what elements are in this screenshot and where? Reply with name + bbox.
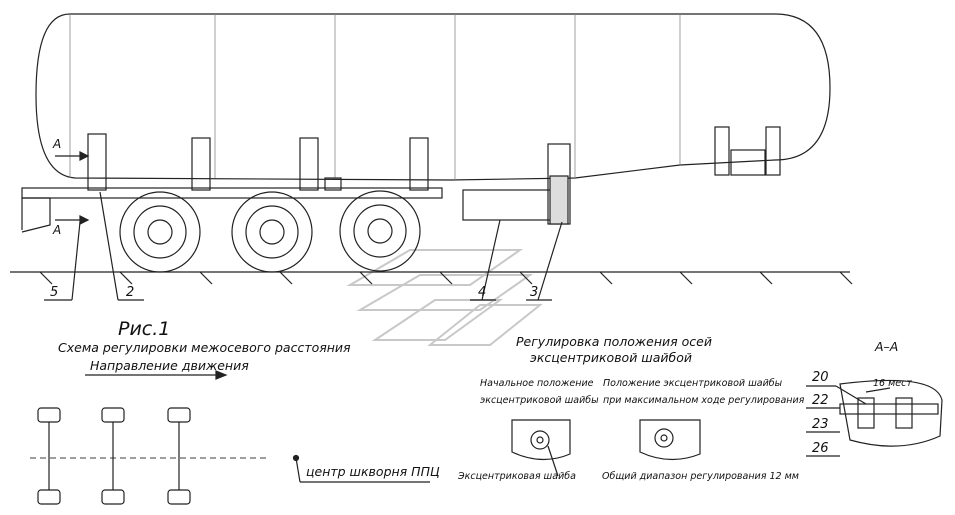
initial-position-line2: эксцентриковой шайбы (480, 395, 599, 406)
places-note: 16 мест (873, 378, 912, 389)
range-note: Общий диапазон регулирования 12 мм (602, 471, 799, 482)
section-item-20: 20 (812, 370, 829, 385)
callout-2: 2 (126, 285, 135, 300)
callout-5: 5 (50, 285, 59, 300)
eccentric-washer-max (639, 419, 701, 461)
direction-arrow (85, 370, 228, 380)
callout-leaders (44, 191, 563, 301)
section-item-26: 26 (812, 441, 829, 456)
section-arrow-a-bottom (55, 215, 90, 225)
wheel-2 (231, 191, 313, 273)
wheel-3 (339, 190, 421, 272)
tank-body (35, 13, 831, 181)
direction-label: Направление движения (90, 358, 249, 373)
tank-supports (87, 126, 781, 191)
callout-3: 3 (530, 285, 539, 300)
figure-title: Рис.1 (118, 318, 171, 340)
washer-label: Эксцентриковая шайба (458, 471, 576, 482)
section-item-22: 22 (812, 393, 829, 408)
axle-diagram (30, 407, 270, 505)
wheel-1 (119, 191, 201, 273)
section-detail (806, 379, 943, 457)
kingpin-label: центр шкворня ППЦ (306, 464, 440, 479)
kingpin-marker (292, 454, 430, 483)
section-marker-a-bottom: A (53, 223, 62, 237)
figure-caption: Схема регулировки межосевого расстояния (58, 340, 351, 355)
callout-4: 4 (478, 285, 487, 300)
adjust-title-line2: эксцентриковой шайбой (530, 350, 693, 365)
section-title: А–А (875, 339, 899, 354)
max-position-line2: при максимальном ходе регулирования (603, 395, 805, 406)
section-arrow-a-top (55, 151, 90, 161)
watermark-logo (346, 249, 543, 346)
ground-line (10, 271, 853, 285)
initial-position-line1: Начальное положение (480, 378, 594, 389)
max-position-line1: Положение эксцентриковой шайбы (603, 378, 783, 389)
eccentric-washer-initial (511, 419, 571, 477)
section-marker-a-top: A (53, 137, 62, 151)
chassis-frame (21, 143, 571, 233)
section-item-23: 23 (812, 417, 829, 432)
adjust-title-line1: Регулировка положения осей (516, 334, 712, 349)
